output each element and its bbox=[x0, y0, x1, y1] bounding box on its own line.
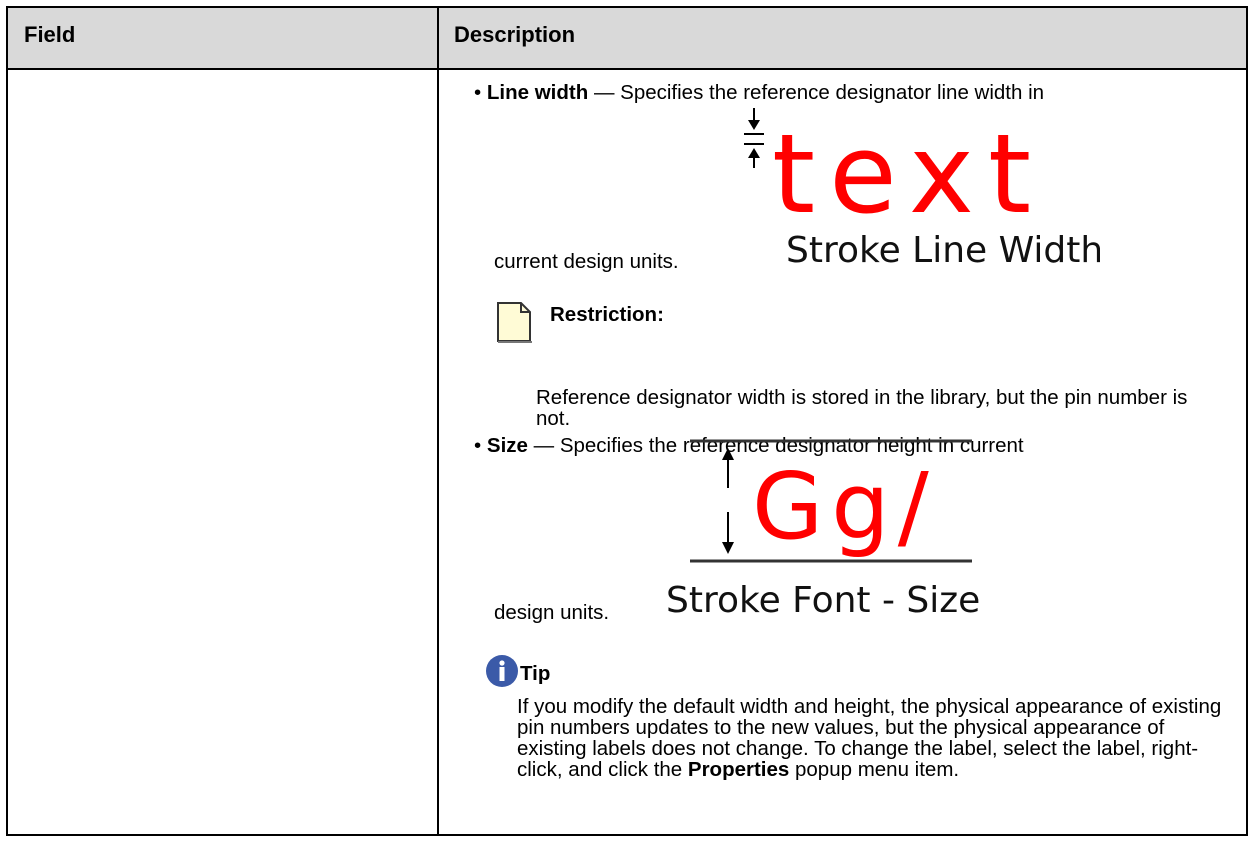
stroke-font-size-caption: Stroke Font - Size bbox=[666, 580, 980, 621]
tip-body-suffix: popup menu item. bbox=[789, 758, 960, 781]
arrow-up-icon bbox=[748, 148, 760, 158]
info-icon bbox=[486, 655, 518, 687]
note-icon bbox=[497, 302, 532, 343]
tip-body: If you modify the default width and heig… bbox=[517, 696, 1237, 780]
line-width-term: Line width bbox=[486, 81, 589, 104]
tip-body-bold: Properties bbox=[687, 758, 790, 781]
arrow-down-icon bbox=[722, 542, 734, 554]
header-field: Field bbox=[24, 22, 76, 47]
line-width-item: • Line width — Specifies the reference d… bbox=[474, 81, 1044, 105]
bullet: • bbox=[474, 434, 482, 457]
size-continuation: design units. bbox=[494, 601, 610, 624]
stroke-line-width-caption: Stroke Line Width bbox=[786, 230, 1100, 271]
line-width-continuation: current design units. bbox=[494, 250, 679, 273]
restriction-title: Restriction: bbox=[550, 303, 664, 326]
tip-body-prefix: If you modify the default width and heig… bbox=[517, 695, 1222, 781]
stroke-line-width-diagram: text Stroke Line Width bbox=[744, 108, 1100, 271]
stroke-text-sample: text bbox=[772, 110, 1045, 238]
arrow-up-icon bbox=[722, 448, 734, 460]
bullet: • bbox=[474, 81, 482, 104]
fields-table: Field Description bbox=[6, 6, 1248, 836]
stroke-font-size-diagram: Gg/ Stroke Font - Size bbox=[666, 439, 980, 621]
tip-title: Tip bbox=[520, 662, 551, 685]
restriction-body: Reference designator width is stored in … bbox=[536, 386, 1188, 430]
line-width-text: — Specifies the reference designator lin… bbox=[588, 81, 1045, 104]
stroke-size-sample: Gg/ bbox=[752, 453, 937, 560]
column-divider bbox=[437, 8, 439, 834]
header-description: Description bbox=[454, 22, 576, 47]
table-header: Field Description bbox=[8, 8, 1246, 70]
size-term: Size bbox=[486, 434, 528, 457]
